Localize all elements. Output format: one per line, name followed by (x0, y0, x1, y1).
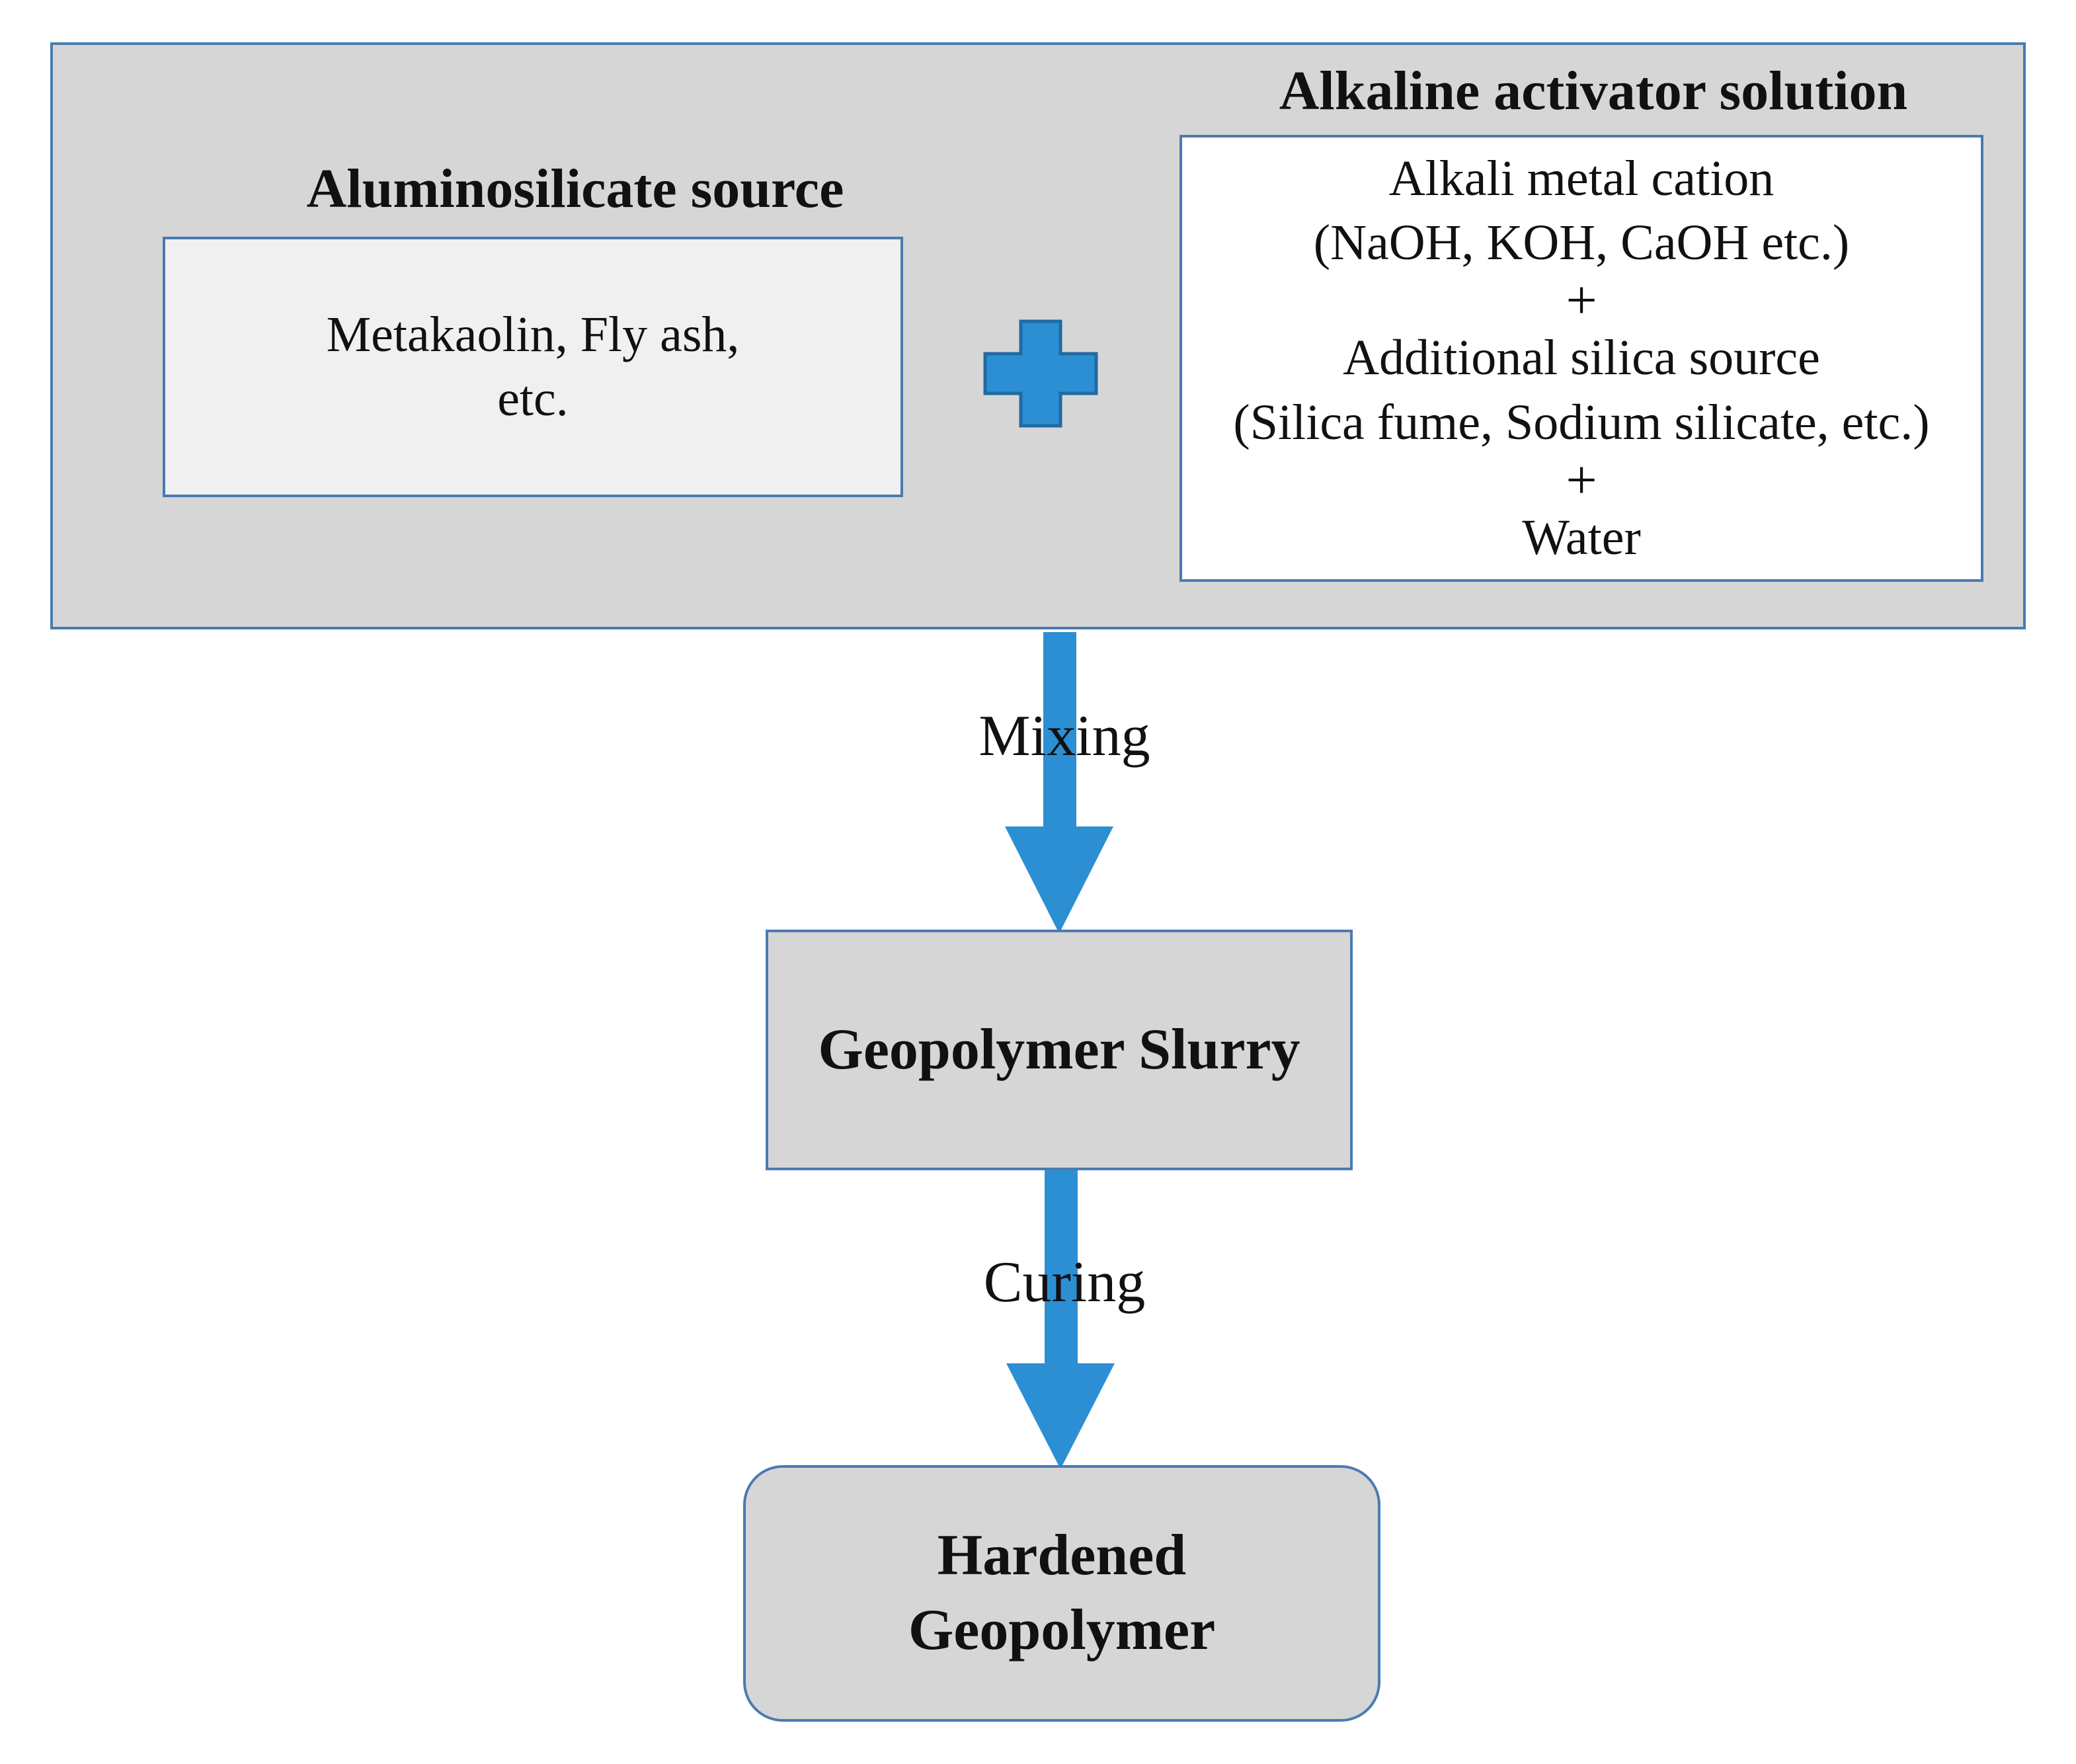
slurry-stage-label: Geopolymer Slurry (818, 1017, 1300, 1082)
aluminosilicate-line-2: etc. (497, 371, 569, 426)
activator-heading: Alkaline activator solution (1279, 60, 1908, 122)
aluminosilicate-heading: Aluminosilicate source (306, 158, 844, 220)
plus-icon (983, 319, 1098, 428)
slurry-stage-box: Geopolymer Slurry (766, 930, 1353, 1170)
aluminosilicate-box: Metakaolin, Fly ash, etc. (163, 237, 903, 497)
activator-silica-line: Additional silica source (1343, 330, 1820, 386)
activator-box: Alkali metal cation (NaOH, KOH, CaOH etc… (1179, 135, 1983, 582)
activator-silica-examples: (Silica fume, Sodium silicate, etc.) (1233, 394, 1930, 450)
activator-water-line: Water (1522, 510, 1641, 566)
hardened-stage-box: Hardened Geopolymer (743, 1465, 1380, 1722)
curing-label: Curing (983, 1250, 1146, 1314)
activator-plus-1: + (1566, 270, 1597, 332)
activator-plus-2: + (1566, 449, 1597, 511)
aluminosilicate-line-1: Metakaolin, Fly ash, (326, 306, 740, 362)
activator-cation-examples: (NaOH, KOH, CaOH etc.) (1313, 214, 1850, 270)
down-arrow-icon (1006, 1170, 1115, 1469)
hardened-stage-line-1: Hardened (937, 1523, 1187, 1588)
mixing-label: Mixing (978, 704, 1150, 768)
down-arrow-icon (1005, 632, 1113, 934)
hardened-stage-line-2: Geopolymer (908, 1598, 1216, 1662)
activator-cation-line: Alkali metal cation (1388, 150, 1775, 206)
